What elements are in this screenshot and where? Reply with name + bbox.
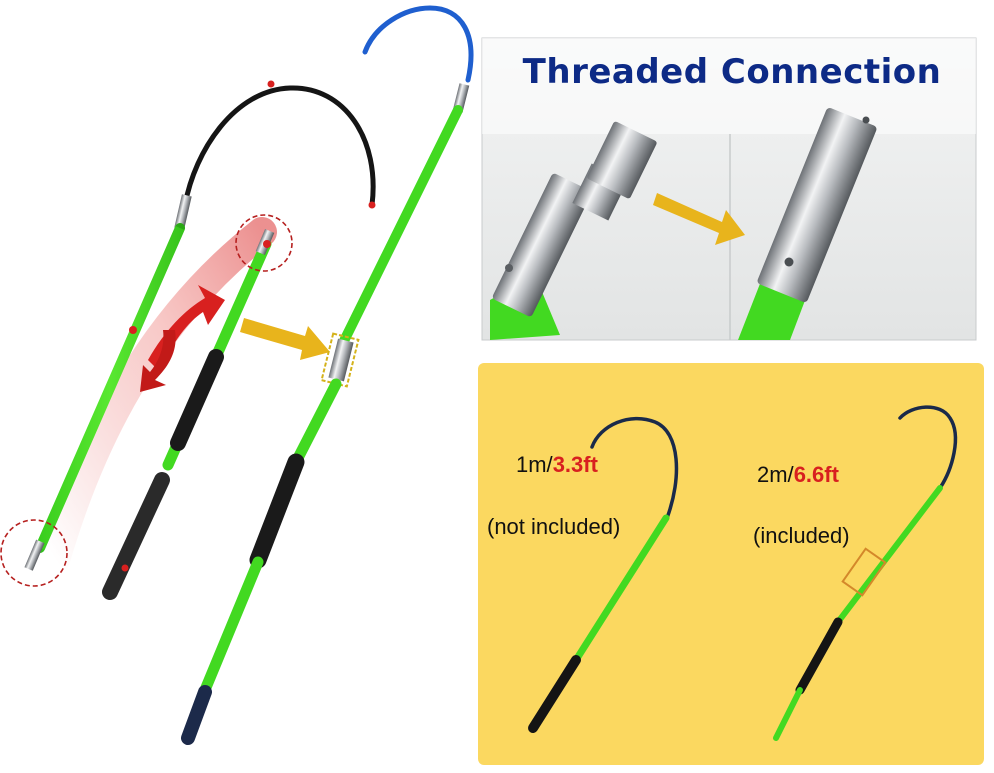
swap-arc-trail [40,217,277,575]
right-arrow-icon [240,318,330,360]
connector-highlight-circle-top [235,214,293,272]
long-pole-note: (included) [753,523,850,548]
short-pole-with-black-hook [24,80,376,571]
long-pole-metric: 2m/ [757,462,794,487]
extension-pole [102,229,275,600]
long-pole-length-label: 2m/6.6ft [757,462,839,488]
short-pole-metric: 1m/ [516,452,553,477]
long-pole-with-blue-hook [181,5,474,745]
swap-arrow-icon [140,285,225,392]
short-pole-length-label: 1m/3.3ft [516,452,598,478]
connector-highlight-circle-bottom [0,519,68,587]
length-comparison-panel [478,363,984,765]
threaded-connection-title: Threaded Connection [522,52,942,92]
threaded-connection-panel [481,37,977,341]
short-pole-imperial: 3.3ft [552,452,598,477]
connection-joined-photo [738,108,877,340]
right-arrow-icon [653,193,745,245]
short-pole-drawing [528,416,679,733]
pole-illustration [0,5,474,745]
short-pole-note: (not included) [487,514,621,539]
coupling-highlight-box [841,547,887,597]
connection-separated-photo [490,121,657,340]
long-pole-drawing [773,405,958,741]
long-pole-imperial: 6.6ft [793,462,839,487]
